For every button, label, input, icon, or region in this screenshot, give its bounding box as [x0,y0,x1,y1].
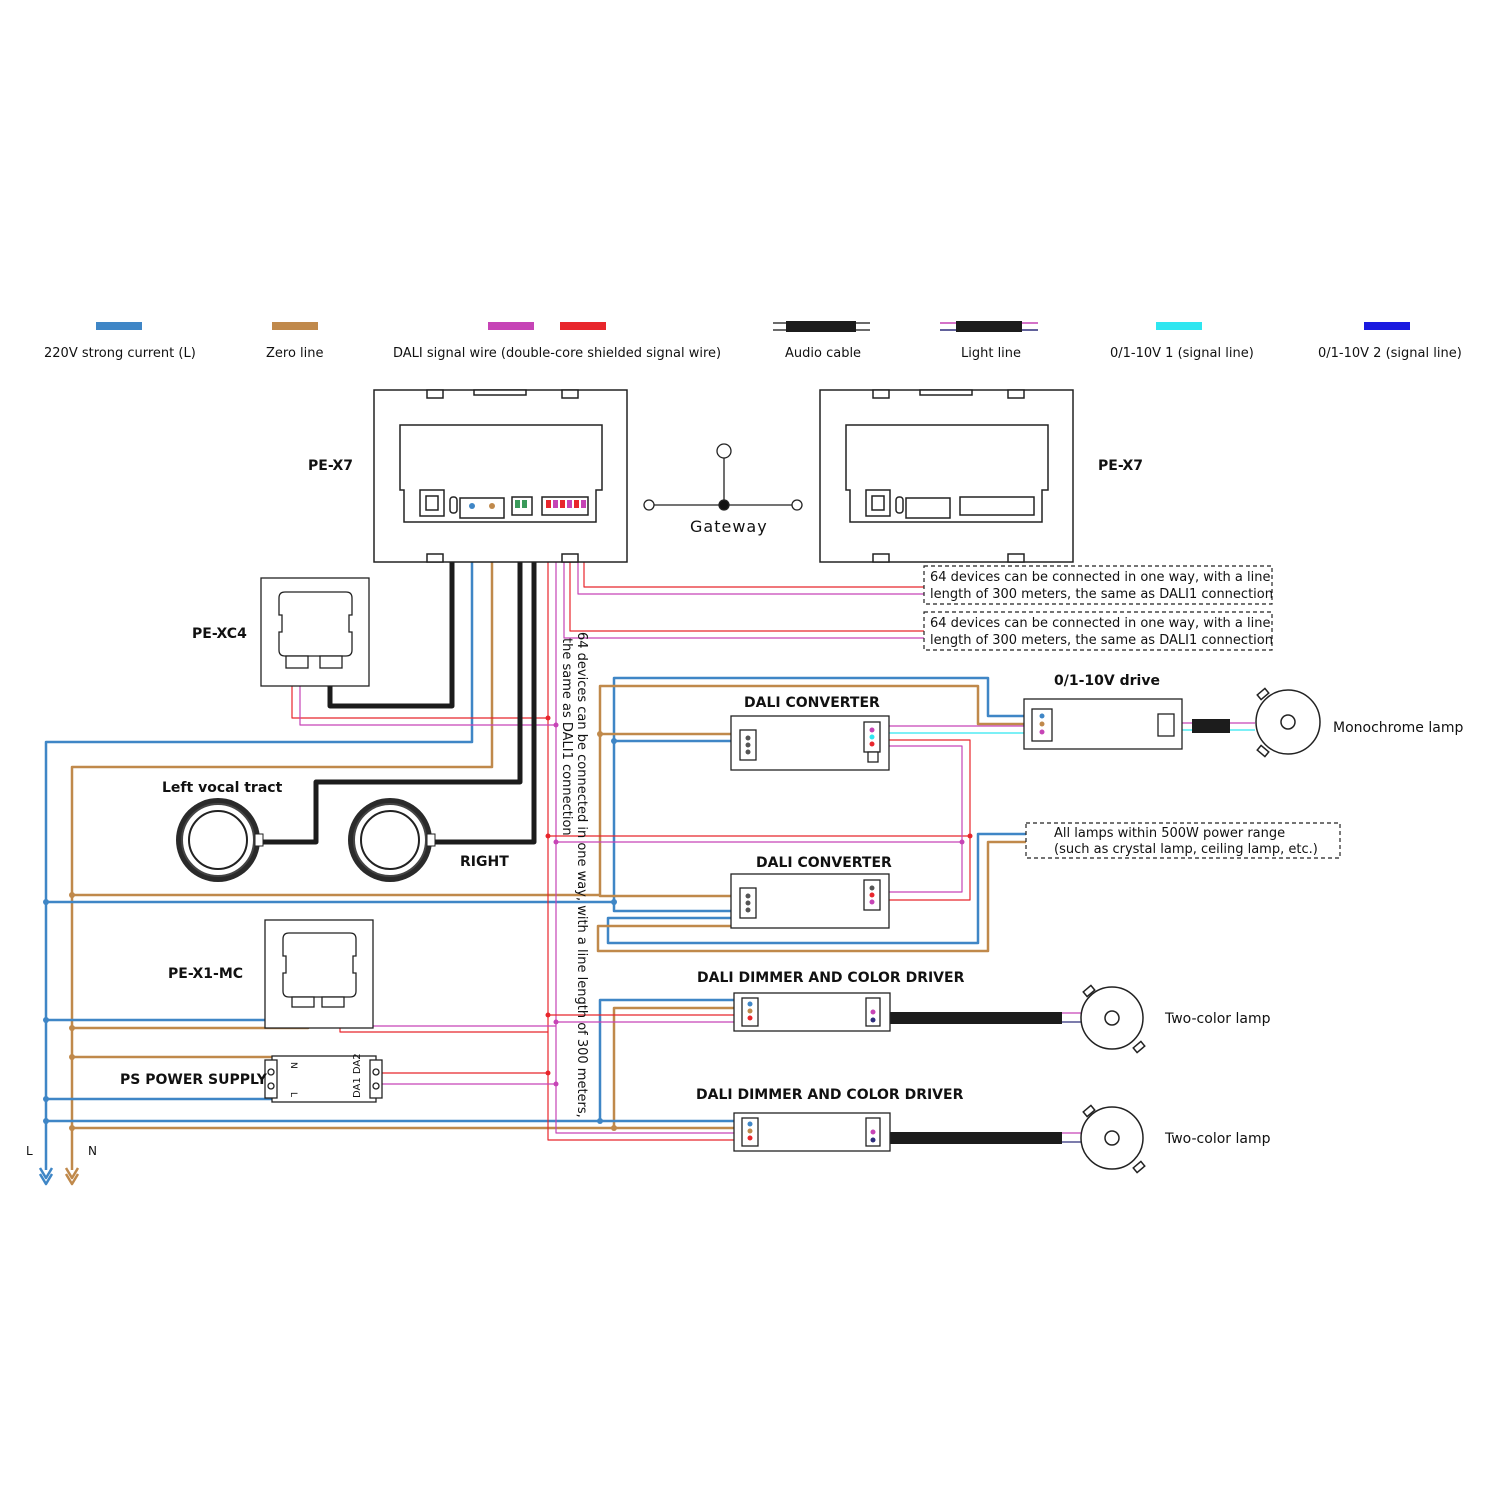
ps-l-label: L [288,1092,298,1097]
dimmer-1-device [733,992,891,1032]
svg-text:64 devices can be connected in: 64 devices can be connected in one way, … [930,616,1271,631]
right-speaker-label: RIGHT [460,854,509,870]
neutral-drive-wire [72,684,1030,897]
monochrome-lamp-icon [1255,687,1321,758]
neutral-swatch-icon [272,322,318,330]
dali-converter-1-device [730,715,890,771]
live-swatch-icon [96,322,142,330]
legend-dali-label: DALI signal wire (double-core shielded s… [393,346,721,361]
dali-b-swatch-icon [560,322,606,330]
live-conv2-wire [612,902,742,913]
signal1-swatch-icon [1156,322,1202,330]
right-speaker-icon [348,798,436,882]
monochrome-lamp-label: Monochrome lamp [1333,720,1463,736]
neutral-arrow-icon [64,1167,80,1180]
ps-terminal-label: DA1 DA2 [352,1053,363,1098]
ps-n-label: N [288,1062,298,1069]
dali1-magenta-wire [555,510,742,1134]
audio-cable-swatch-icon [773,321,870,332]
dimmer-2-label: DALI DIMMER AND COLOR DRIVER [696,1087,964,1103]
pe-x7-left-terminals-icon [469,500,586,509]
signal2-swatch-icon [1364,322,1410,330]
pe-x7-left-label: PE-X7 [308,458,353,474]
neutral-load-wire [596,840,1026,953]
svg-text:(such as crystal lamp, ceiling: (such as crystal lamp, ceiling lamp, etc… [1054,842,1318,857]
legend-signal2-label: 0/1-10V 2 (signal line) [1318,346,1462,361]
pe-x7-left-panel [373,389,628,563]
live-x1mc-wire [46,998,300,1022]
neutral-bus-wire [70,510,494,1170]
wires [38,508,1255,1186]
two-color-lamp-2-icon [1080,1104,1146,1174]
dimmer-2-device [733,1112,891,1152]
neutral-conv2-wire [598,894,742,898]
ps-power-supply-device [264,1055,383,1103]
connector-pins-icon [745,713,1045,1143]
neutral-mark: N [88,1144,97,1158]
live-load-wire [606,832,1026,945]
gateway-label: Gateway [690,517,768,536]
gateway-icon [643,443,803,511]
live-bus-wire [44,510,474,1170]
audio-right-wire [428,508,537,845]
neutral-dimmer1-wire [72,1006,742,1130]
dali-a-swatch-icon [488,322,534,330]
live-dimmer1-wire [46,998,742,1123]
drive-label: 0/1-10V drive [1054,673,1160,689]
live-drive-wire [46,676,1030,904]
power-range-note: All lamps within 500W power range (such … [1025,822,1341,859]
ps-power-supply-label: PS POWER SUPPLY [120,1072,268,1088]
svg-text:length of 300 meters, the same: length of 300 meters, the same as DALI1 … [930,587,1273,602]
pe-x1-mc-label: PE-X1-MC [168,966,243,982]
legend-audio-label: Audio cable [785,346,861,361]
legend: 220V strong current (L) Zero line DALI s… [44,321,1462,361]
dali3-note: 64 devices can be connected in one way, … [923,611,1273,651]
left-speaker-label: Left vocal tract [162,780,283,796]
two-color-lamp-1-label: Two-color lamp [1164,1011,1271,1027]
light-line-swatch-icon [940,321,1038,332]
svg-text:length of 300 meters, the same: length of 300 meters, the same as DALI1 … [930,633,1273,648]
svg-text:All lamps within 500W power ra: All lamps within 500W power range [1054,826,1285,841]
audio-xc4-wire [327,508,455,709]
vertical-note-line1: 64 devices can be connected in one way, … [574,632,589,1118]
legend-live-label: 220V strong current (L) [44,346,196,361]
pe-x1-mc-device [264,919,374,1029]
left-speaker-icon [176,798,264,882]
dali-converter-1-label: DALI CONVERTER [744,695,880,711]
live-mark: L [26,1144,33,1158]
dimmer-1-label: DALI DIMMER AND COLOR DRIVER [697,970,965,986]
audio-left-wire [256,508,523,845]
legend-light-label: Light line [961,346,1021,361]
pe-xc4-device [260,577,370,687]
dali-converter-2-device [730,873,890,929]
pe-x7-right-panel [819,389,1074,563]
two-color-lamp-1-icon [1080,984,1146,1054]
dali2-note: 64 devices can be connected in one way, … [923,565,1273,605]
dali-converter-2-label: DALI CONVERTER [756,855,892,871]
live-arrow-icon [38,1167,54,1180]
legend-signal1-label: 0/1-10V 1 (signal line) [1110,346,1254,361]
pe-xc4-label: PE-XC4 [192,626,247,642]
legend-neutral-label: Zero line [266,346,324,361]
pe-x7-right-label: PE-X7 [1098,458,1143,474]
two-color-lamp-2-label: Two-color lamp [1164,1131,1271,1147]
vertical-note-line2: the same as DALI1 connection [559,638,574,836]
svg-text:64 devices can be connected in: 64 devices can be connected in one way, … [930,570,1271,585]
drive-device [1023,698,1183,750]
